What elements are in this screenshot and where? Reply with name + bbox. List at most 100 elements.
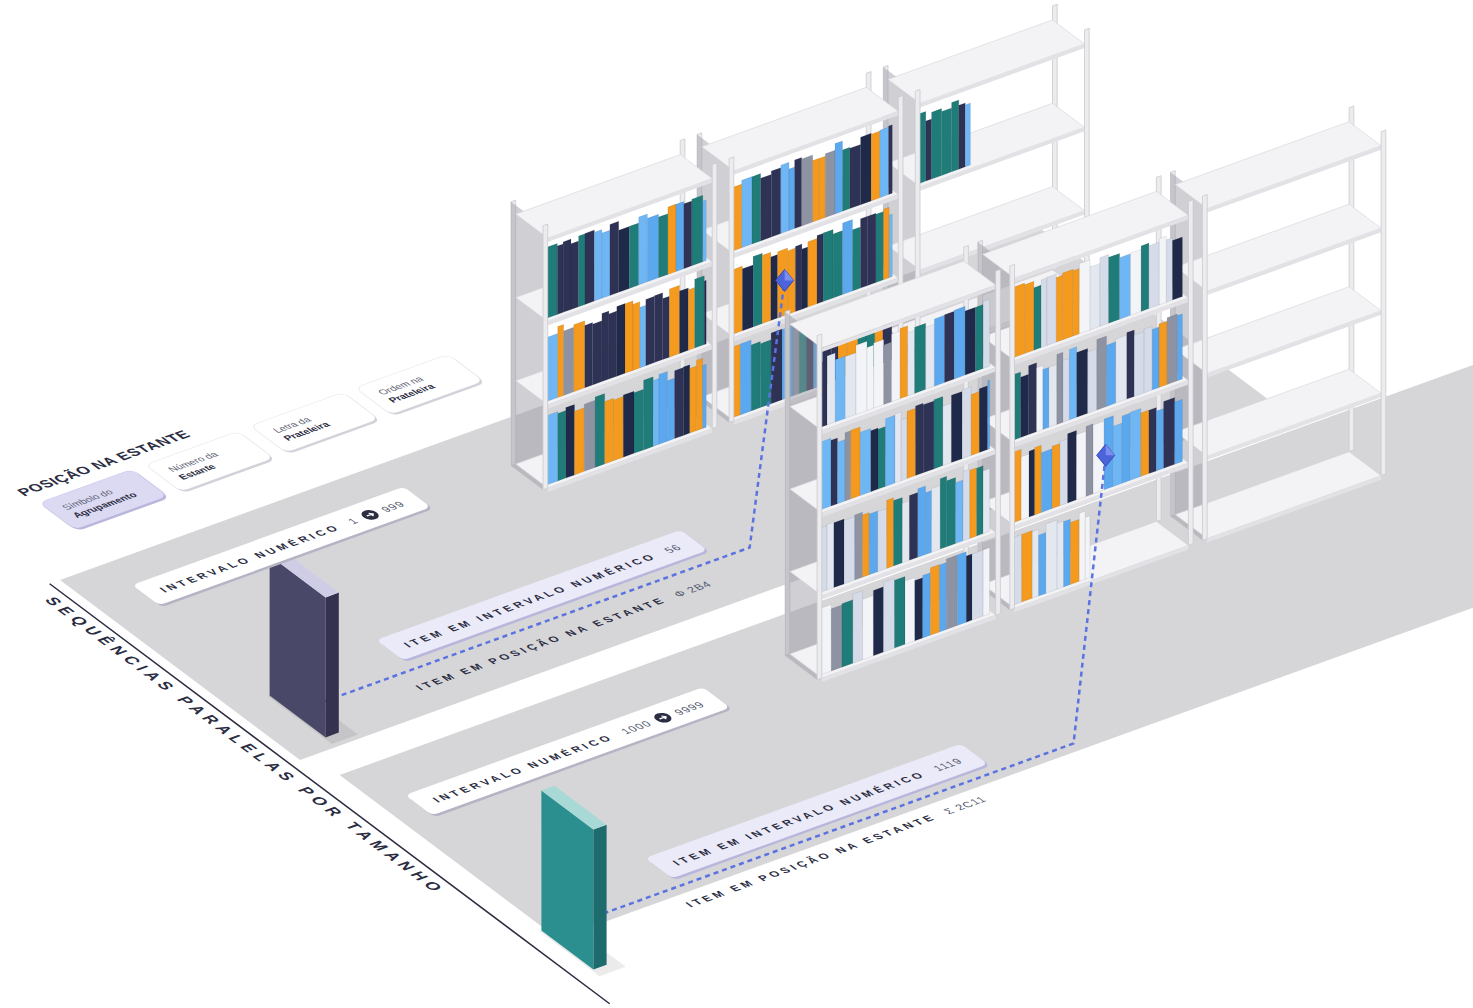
book-spine — [703, 364, 707, 428]
book-spine — [751, 342, 760, 411]
book-spine — [827, 522, 834, 590]
book-spine — [1077, 431, 1087, 500]
leader-line — [299, 280, 784, 710]
book-spine — [1021, 374, 1029, 437]
book-spine — [675, 368, 684, 439]
book-spine — [771, 254, 778, 320]
book-spine — [594, 230, 602, 301]
book-spine — [1047, 274, 1056, 346]
book-spine — [1173, 237, 1183, 300]
book-spine — [926, 119, 932, 181]
book-spine — [1156, 409, 1163, 471]
book-spine — [835, 356, 845, 422]
book-spine — [965, 307, 975, 375]
book-spine — [1057, 521, 1064, 589]
book-spine — [909, 493, 917, 561]
book-spine — [868, 213, 876, 285]
book-spine — [876, 212, 884, 283]
book-spine — [647, 214, 658, 282]
book-spine — [1039, 533, 1046, 596]
book-spine — [1043, 367, 1049, 429]
bar-number: 9999 — [670, 699, 708, 717]
range-bar: INTERVALO NUMÉRICO1999 — [132, 487, 431, 606]
leader-lines — [299, 280, 1105, 931]
book-spine — [668, 204, 676, 274]
book-spine — [629, 223, 638, 289]
shelf-edge — [1207, 311, 1381, 378]
bookcase — [1171, 106, 1386, 543]
book-spine — [945, 311, 955, 382]
book-spine — [923, 573, 931, 638]
book-spine — [659, 214, 668, 278]
book-spine — [932, 486, 941, 553]
book-spine — [971, 392, 979, 456]
book-spine — [930, 565, 939, 636]
book-spine — [947, 478, 956, 547]
book-spine — [585, 230, 594, 304]
book-spine — [821, 438, 831, 509]
book-spine — [1177, 314, 1182, 381]
bar-number: 56 — [660, 542, 685, 555]
book-spine — [1041, 449, 1052, 513]
book-spine — [1086, 424, 1093, 497]
upright-post — [817, 334, 822, 680]
upright-post — [1010, 264, 1015, 610]
book-spine — [908, 331, 915, 396]
book-spine — [571, 241, 579, 309]
book-spine — [979, 386, 987, 453]
book-spine — [861, 133, 872, 204]
book-spine — [965, 103, 970, 167]
bar-number: 1000 — [617, 718, 655, 736]
book-spine — [584, 400, 595, 471]
book-spine — [940, 562, 947, 632]
book-spine — [963, 469, 970, 541]
book-spine — [762, 252, 771, 323]
book-spine — [617, 304, 625, 377]
book-top — [541, 786, 606, 830]
book-spine — [625, 301, 633, 373]
book-spine — [1144, 326, 1152, 393]
book-spine — [916, 403, 924, 475]
book-spine — [819, 156, 826, 220]
upright-post — [1188, 200, 1193, 546]
shelf-marker-light — [785, 269, 794, 280]
book-spine — [1014, 283, 1025, 357]
book-spine — [943, 403, 952, 466]
book-spine — [619, 227, 630, 293]
book-spine — [558, 411, 566, 481]
range-icon-disc — [358, 508, 382, 521]
book-spine — [789, 167, 795, 231]
side-panel — [511, 202, 543, 490]
book-spine — [884, 578, 895, 652]
book-spine — [1152, 327, 1159, 390]
book-spine — [966, 554, 972, 622]
shelf-marker — [776, 269, 794, 291]
book-spine — [821, 526, 827, 593]
book-spine — [860, 429, 871, 496]
book-spine — [827, 353, 835, 425]
upright-post — [543, 224, 548, 490]
book-spine — [863, 513, 870, 578]
book-spine — [856, 341, 867, 414]
bookcase — [785, 245, 1000, 682]
leader-line — [553, 455, 1106, 932]
book-spine — [654, 293, 662, 363]
book-spine — [894, 497, 903, 566]
book-spine — [926, 491, 932, 555]
book-spine — [593, 825, 606, 970]
book-spine — [1022, 531, 1033, 603]
book-spine — [954, 306, 965, 379]
book-spine — [761, 174, 772, 241]
book-spine — [874, 340, 884, 409]
book-spine — [1175, 399, 1183, 464]
bar-title: INTERVALO NUMÉRICO — [429, 732, 617, 804]
book-spine — [563, 239, 571, 312]
book-spine — [688, 287, 694, 350]
book-spine — [1127, 330, 1135, 399]
book-spine — [977, 466, 983, 536]
field-card: Ordem naPrateleira — [356, 355, 483, 415]
book-spine — [823, 229, 833, 301]
position-code: Σ 2C11 — [940, 794, 990, 816]
book-spine — [1109, 253, 1120, 323]
